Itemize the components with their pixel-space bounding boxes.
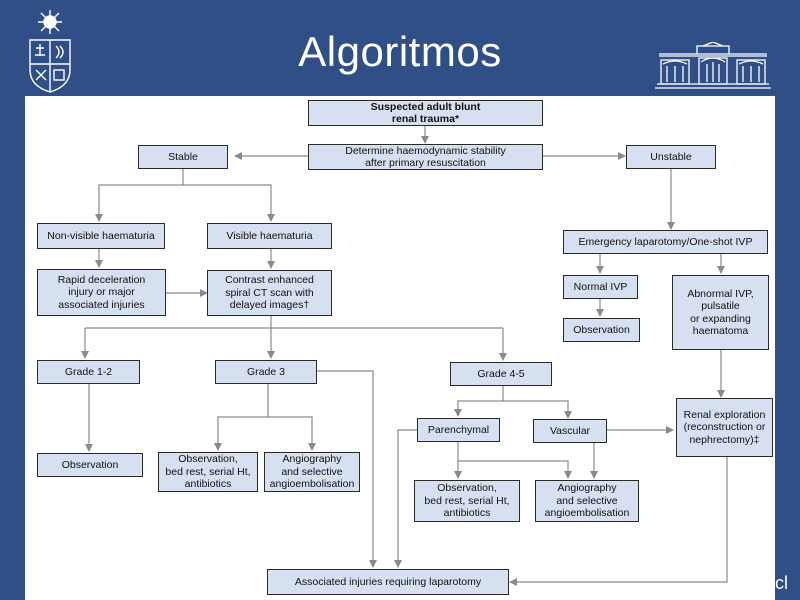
node-grade-1-2: Grade 1-2	[37, 360, 140, 384]
node-abnormal-ivp: Abnormal IVP, pulsatile or expanding hae…	[672, 275, 769, 350]
node-observation-bedrest-grade-3: Observation, bed rest, serial Ht, antibi…	[158, 452, 258, 492]
footer-text-fragment: cl	[775, 573, 788, 593]
node-emergency-laparotomy: Emergency laparotomy/One-shot IVP	[563, 230, 768, 254]
connector-lines	[81, 126, 728, 586]
node-unstable: Unstable	[626, 145, 716, 169]
node-normal-ivp: Normal IVP	[563, 275, 638, 299]
node-observation-bedrest-grade-4-5: Observation, bed rest, serial Ht, antibi…	[414, 480, 520, 522]
node-contrast-ct-scan: Contrast enhanced spiral CT scan with de…	[207, 270, 332, 316]
node-associated-injuries-laparotomy: Associated injuries requiring laparotomy	[267, 569, 509, 595]
node-determine-haemodynamic-stability: Determine haemodynamic stability after p…	[308, 144, 543, 170]
node-non-visible-haematuria: Non-visible haematuria	[37, 223, 165, 249]
node-grade-4-5: Grade 4-5	[450, 362, 552, 386]
building-facade-icon	[655, 42, 771, 89]
node-renal-exploration: Renal exploration (reconstruction or nep…	[676, 398, 773, 457]
node-stable: Stable	[138, 145, 228, 169]
node-visible-haematuria: Visible haematuria	[207, 223, 332, 249]
node-observation-normal-ivp: Observation	[563, 318, 640, 342]
node-angiography-grade-3: Angiography and selective angioembolisat…	[264, 452, 360, 492]
university-shield-icon	[29, 10, 71, 93]
node-angiography-grade-4-5: Angiography and selective angioembolisat…	[535, 480, 639, 522]
node-rapid-deceleration: Rapid deceleration injury or major assoc…	[37, 269, 166, 316]
slide-title: Algoritmos	[298, 28, 502, 75]
flowchart-panel: Suspected adult blunt renal trauma* Dete…	[25, 96, 775, 600]
node-grade-3: Grade 3	[215, 360, 317, 384]
node-vascular: Vascular	[533, 419, 607, 443]
node-suspected-blunt-renal-trauma: Suspected adult blunt renal trauma*	[308, 100, 543, 126]
node-parenchymal: Parenchymal	[417, 418, 500, 442]
node-observation-grade-1-2: Observation	[37, 453, 143, 477]
